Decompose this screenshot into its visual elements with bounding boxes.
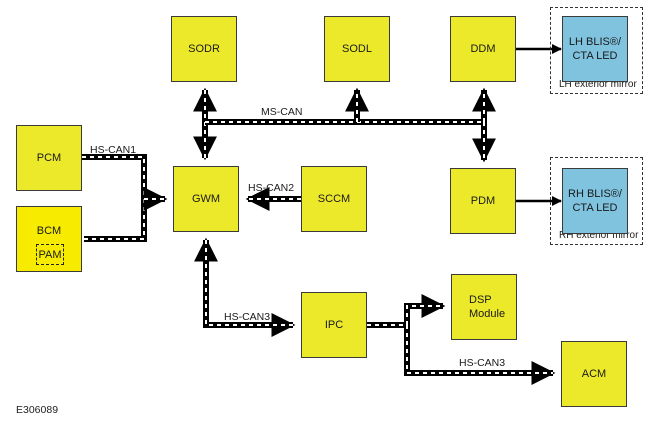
bcm-module: BCM PAM — [16, 206, 82, 272]
bcm-label: BCM — [36, 225, 62, 237]
rh-exterior-mirror-label: RH exterior mirror — [559, 230, 639, 241]
dsp-module: DSP Module — [451, 274, 517, 340]
figure-reference: E306089 — [16, 404, 59, 416]
hs-can1-label: HS-CAN1 — [90, 144, 137, 156]
sccm-module: SCCM — [301, 166, 367, 232]
pam-submodule: PAM — [36, 244, 64, 265]
acm-module: ACM — [561, 341, 627, 407]
lh-blis-cta-led: LH BLIS®/ CTA LED — [562, 16, 628, 82]
hs-can3-dsp-branch-dashes — [406, 305, 443, 373]
sodl-module: SODL — [324, 16, 390, 82]
ipc-module: IPC — [301, 292, 367, 358]
rh-exterior-mirror-frame — [550, 157, 643, 245]
hs-can3-gwm-line — [194, 237, 296, 337]
pdm-module: PDM — [450, 168, 516, 234]
hs-can3-dsp-branch — [404, 294, 446, 373]
pcm-module: PCM — [16, 125, 82, 191]
hs-can1-pcm-line-dashes — [82, 156, 145, 240]
hs-can3-ipc-label: HS-CAN3 — [224, 311, 271, 323]
hs-can2-label: HS-CAN2 — [248, 182, 295, 194]
rh-blis-cta-led: RH BLIS®/ CTA LED — [562, 168, 628, 234]
gwm-module: GWM — [173, 166, 239, 232]
hs-can3-acm-label: HS-CAN3 — [459, 357, 506, 369]
lh-exterior-mirror-label: LH exterior mirror — [559, 79, 637, 90]
hs-can1-pcm-line — [82, 154, 147, 242]
dsp-module-label: DSP Module — [469, 294, 506, 320]
lh-exterior-mirror-frame — [550, 7, 643, 94]
hs-can3-acm-branch-dashes — [406, 325, 553, 374]
ddm-module: DDM — [450, 16, 516, 82]
sodr-module: SODR — [171, 16, 237, 82]
ms-can-label: MS-CAN — [261, 106, 303, 118]
